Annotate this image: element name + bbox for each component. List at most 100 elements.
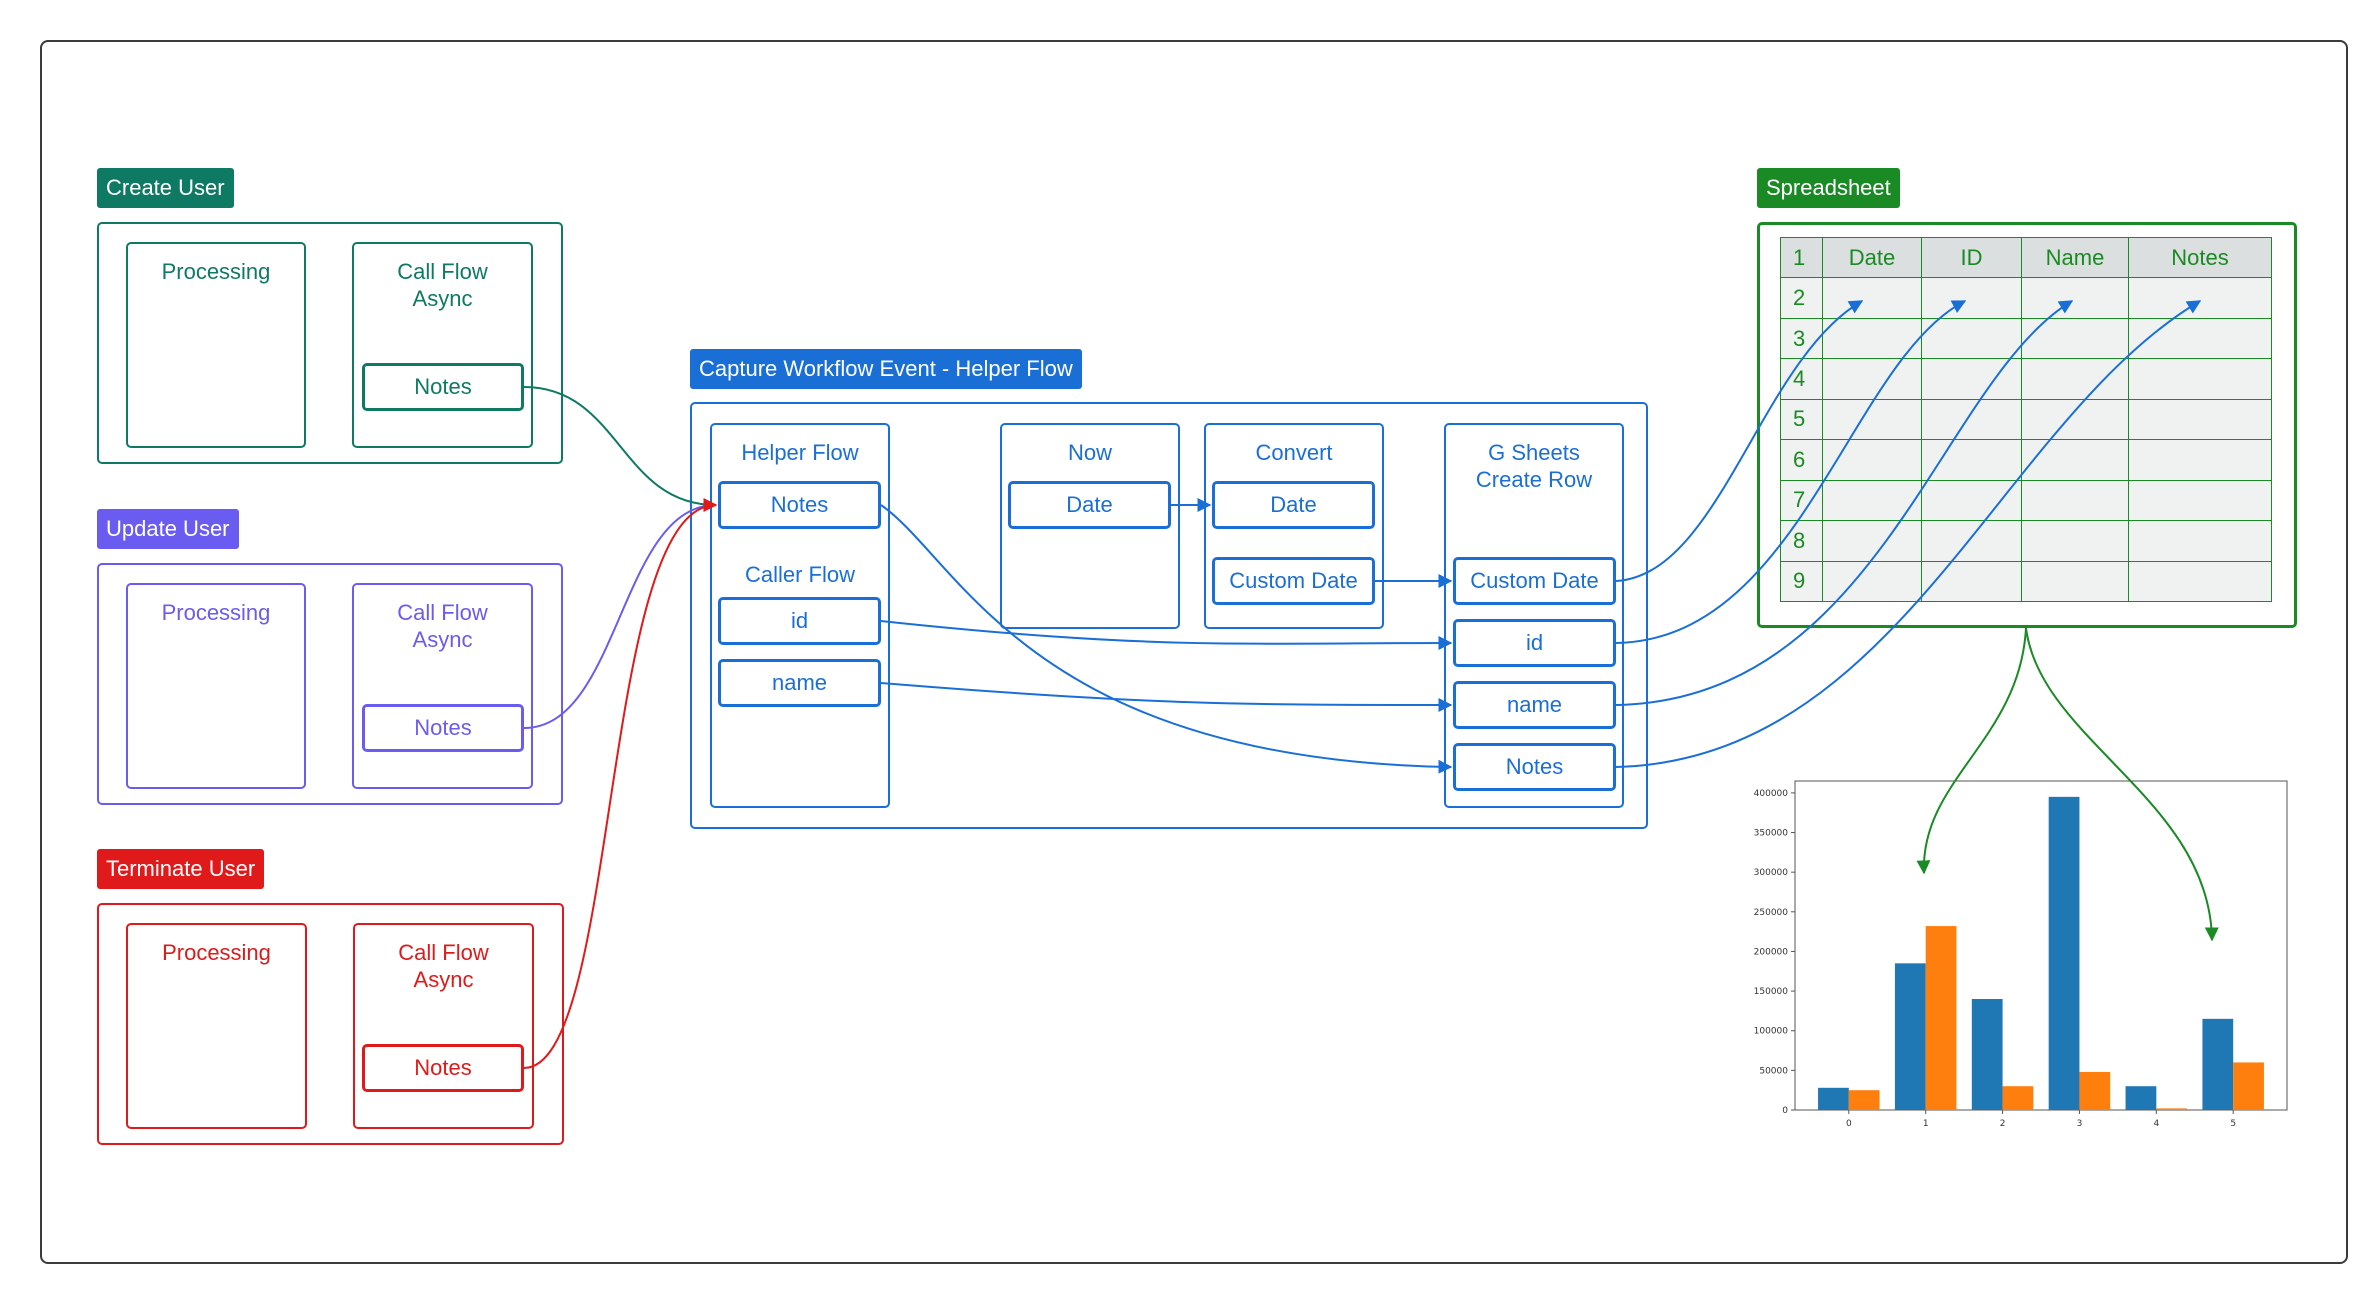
spreadsheet-cell[interactable]	[1822, 317, 1922, 360]
chart-bar	[1925, 926, 1957, 1110]
chart-bar	[2048, 796, 2080, 1110]
gsheets-notes-field[interactable]: Notes	[1453, 743, 1616, 791]
caller-flow-name-field[interactable]: name	[718, 659, 881, 707]
spreadsheet-cell[interactable]	[2021, 358, 2129, 400]
create-user-processing-step[interactable]: Processing	[126, 242, 306, 448]
chart-x-tick-label: 4	[2153, 1119, 2159, 1129]
notes-connector	[880, 504, 1453, 774]
spreadsheet-cell[interactable]	[1822, 439, 1922, 481]
spreadsheet-cell[interactable]	[2128, 358, 2272, 400]
gsheets-id-field[interactable]: id	[1453, 619, 1616, 667]
spreadsheet-row-number: 4	[1780, 358, 1823, 400]
spreadsheet-cell[interactable]	[2128, 439, 2272, 481]
update-user-processing-step[interactable]: Processing	[126, 583, 306, 789]
terminate-user-processing-step[interactable]: Processing	[126, 923, 307, 1129]
sheet-to-chart-right-connector	[2025, 627, 2219, 942]
spreadsheet-cell[interactable]	[2128, 398, 2272, 441]
spreadsheet-tag: Spreadsheet	[1757, 168, 1900, 208]
update-user-tag: Update User	[97, 509, 239, 549]
id-to-sheet-connector	[1615, 300, 1967, 644]
id-connector	[880, 620, 1453, 651]
caller-flow-id-field[interactable]: id	[718, 597, 881, 645]
update-user-notes-field[interactable]: Notes	[362, 704, 524, 752]
spreadsheet-cell[interactable]	[2021, 277, 2129, 319]
create-user-tag: Create User	[97, 168, 234, 208]
spreadsheet-cell[interactable]	[2128, 479, 2272, 522]
spreadsheet-header-cell: Name	[2021, 236, 2129, 279]
spreadsheet-cell[interactable]	[1822, 277, 1922, 319]
chart-bar	[2156, 1108, 2188, 1110]
spreadsheet-row-number: 2	[1780, 277, 1823, 319]
chart-bar	[2002, 1086, 2034, 1110]
spreadsheet-cell[interactable]	[2021, 520, 2129, 562]
create-user-notes-field[interactable]: Notes	[362, 363, 524, 411]
chart-bar	[2125, 1086, 2157, 1110]
terminate-notes-connector	[523, 498, 718, 1069]
chart-y-tick-label: 0	[1782, 1106, 1788, 1116]
spreadsheet-header-cell: Date	[1822, 236, 1922, 279]
capture-workflow-tag: Capture Workflow Event - Helper Flow	[690, 349, 1082, 389]
convert-date-field[interactable]: Date	[1212, 481, 1375, 529]
spreadsheet-header-row: 1 Date ID Name Notes	[1780, 236, 2272, 279]
spreadsheet-row-number: 5	[1780, 398, 1823, 441]
terminate-user-call-flow-label: Call Flow Async	[398, 940, 489, 992]
spreadsheet-cell[interactable]	[2128, 520, 2272, 562]
chart-bar	[1818, 1087, 1849, 1110]
spreadsheet-cell[interactable]	[1921, 520, 2022, 562]
update-user-call-flow-label: Call Flow Async	[397, 600, 488, 652]
chart-bar	[1848, 1090, 1880, 1110]
terminate-user-processing-label: Processing	[162, 940, 271, 965]
custom-date-to-sheet-connector	[1615, 300, 1864, 582]
name-connector	[880, 682, 1453, 712]
update-notes-connector	[523, 504, 717, 729]
chart-y-tick-label: 150000	[1754, 987, 1789, 997]
spreadsheet-row: 9	[1780, 560, 2272, 602]
spreadsheet-cell[interactable]	[2021, 398, 2129, 441]
spreadsheet-header-cell: ID	[1921, 236, 2022, 279]
spreadsheet-cell[interactable]	[2021, 560, 2129, 602]
gsheets-name-field[interactable]: name	[1453, 681, 1616, 729]
chart-x-tick-label: 2	[2000, 1119, 2006, 1129]
chart-bar	[2202, 1018, 2234, 1110]
spreadsheet-cell[interactable]	[2021, 317, 2129, 360]
spreadsheet-row: 6	[1780, 439, 2272, 481]
chart-x-tick-label: 3	[2077, 1119, 2083, 1129]
create-user-call-flow-label: Call Flow Async	[397, 259, 488, 311]
spreadsheet-cell[interactable]	[1822, 560, 1922, 602]
helper-flow-notes-field[interactable]: Notes	[718, 481, 881, 529]
create-notes-connector	[523, 386, 717, 506]
spreadsheet-row: 4	[1780, 358, 2272, 400]
notes-to-sheet-connector	[1615, 300, 2202, 768]
spreadsheet-cell[interactable]	[2021, 439, 2129, 481]
helper-flow-title: Helper Flow	[741, 440, 859, 465]
spreadsheet-cell[interactable]	[1921, 560, 2022, 602]
terminate-user-notes-field[interactable]: Notes	[362, 1044, 524, 1092]
spreadsheet-cell[interactable]	[1921, 358, 2022, 400]
gsheets-create-row-title: G Sheets Create Row	[1475, 440, 1593, 492]
convert-custom-date-field[interactable]: Custom Date	[1212, 557, 1375, 605]
spreadsheet-cell[interactable]	[1921, 398, 2022, 441]
chart-y-tick-label: 300000	[1754, 868, 1789, 878]
spreadsheet-cell[interactable]	[2128, 560, 2272, 602]
spreadsheet-cell[interactable]	[1921, 439, 2022, 481]
chart-bar	[2233, 1062, 2264, 1110]
gsheets-custom-date-field[interactable]: Custom Date	[1453, 557, 1616, 605]
terminate-user-call-flow-step[interactable]: Call Flow Async	[353, 923, 534, 1129]
spreadsheet-row-number: 3	[1780, 317, 1823, 360]
now-title: Now	[1067, 440, 1112, 465]
spreadsheet-cell[interactable]	[1822, 520, 1922, 562]
name-to-sheet-connector	[1615, 300, 2074, 706]
update-user-call-flow-step[interactable]: Call Flow Async	[352, 583, 533, 789]
spreadsheet-header-cell: 1	[1780, 236, 1823, 279]
spreadsheet-cell[interactable]	[1921, 479, 2022, 522]
create-user-processing-label: Processing	[161, 259, 271, 284]
create-user-call-flow-step[interactable]: Call Flow Async	[352, 242, 533, 448]
convert-title: Convert	[1255, 440, 1333, 465]
spreadsheet-row: 3	[1780, 317, 2272, 360]
now-date-field[interactable]: Date	[1008, 481, 1171, 529]
spreadsheet-row-number: 8	[1780, 520, 1823, 562]
spreadsheet-row: 8	[1780, 520, 2272, 562]
chart-y-tick-label: 100000	[1754, 1027, 1789, 1037]
